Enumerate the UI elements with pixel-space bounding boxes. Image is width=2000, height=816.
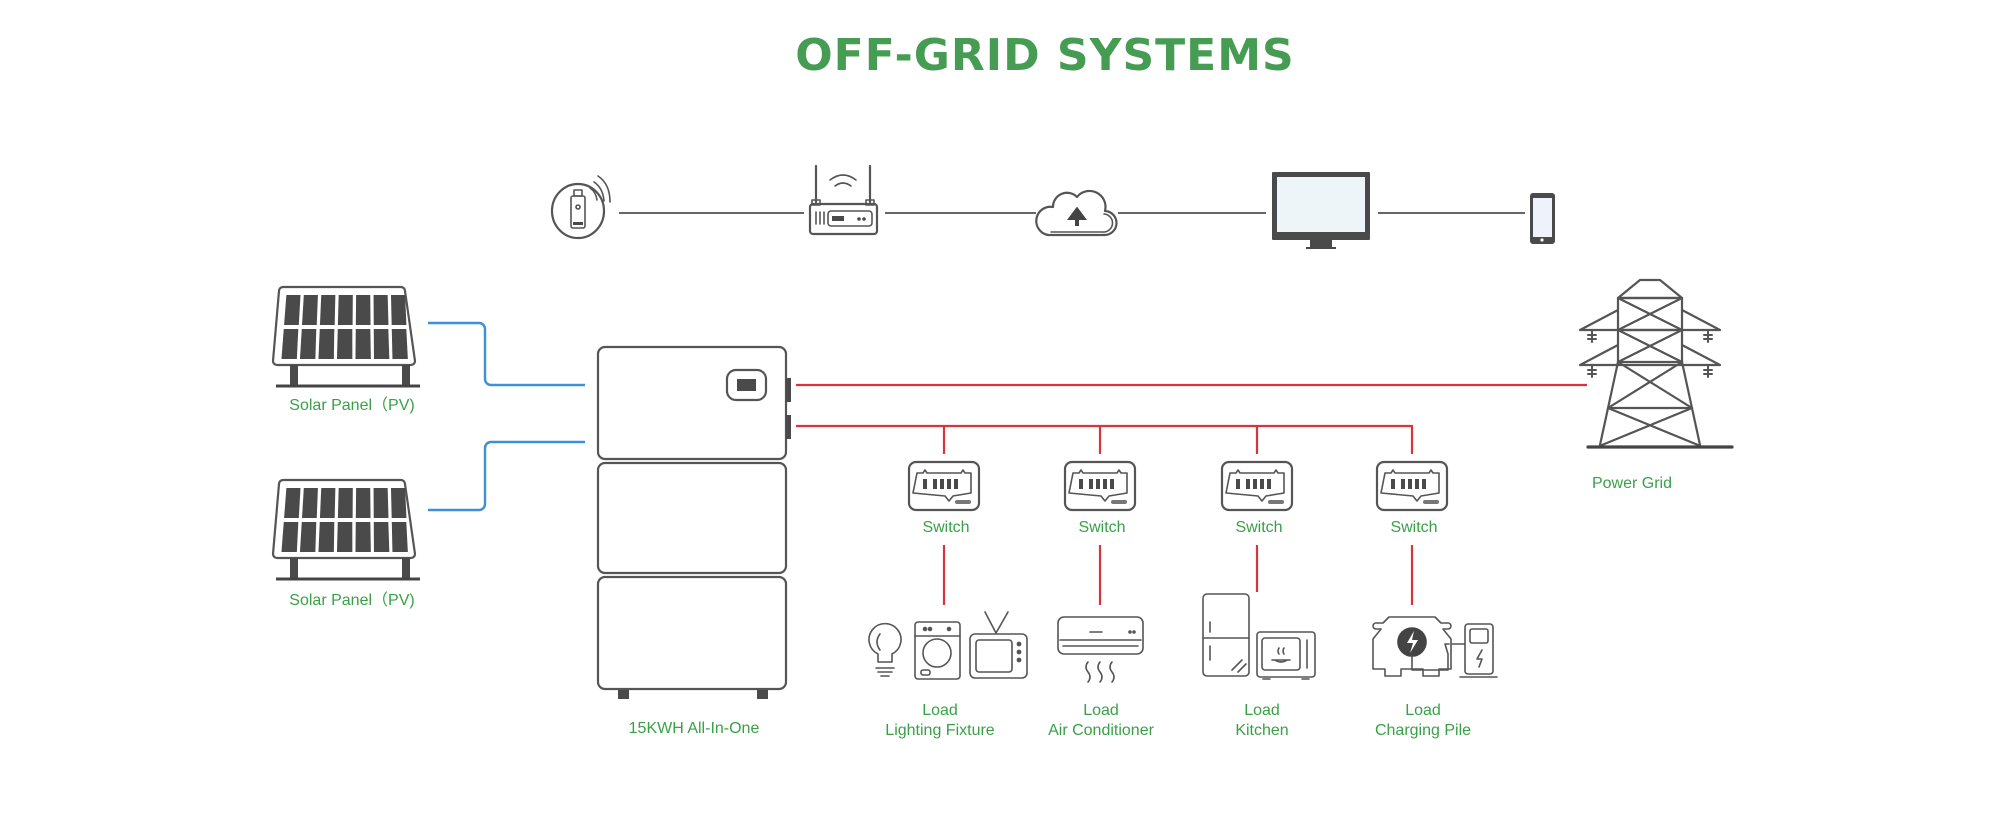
washing-machine-icon [914,621,961,680]
solar-cell [337,488,353,518]
solar-cell [373,329,390,359]
switch-1-label: Switch [922,519,970,536]
solar-cell [355,488,371,518]
smartphone-icon [1530,193,1555,244]
switch-3-icon [1220,460,1294,512]
solar-cell [318,522,335,552]
microwave-icon [1256,631,1316,680]
solar-cell [302,488,318,518]
solar-cell [299,522,317,552]
monitor-icon [1272,172,1370,249]
load-3-title: Load [1244,702,1280,719]
load-2-title: Load [1083,702,1119,719]
solar-cell [391,522,408,552]
solar-cell [299,329,317,359]
load-2-name: Air Conditioner [1048,722,1154,739]
load-bus-line [796,424,1414,454]
solar-cell [390,295,407,325]
charging-station-icon [1451,623,1498,678]
solar-cell [281,522,299,552]
solar-cell [391,329,408,359]
battery-inverter-module [596,345,788,461]
solar-panel-2-label: Solar Panel（PV) [289,592,415,609]
solar-cell [355,295,371,325]
load-4-name: Charging Pile [1374,722,1472,739]
load-1-label: Load Lighting Fixture [885,701,994,741]
light-bulb-icon [868,622,902,677]
solar-cell [302,295,318,325]
tv-icon [969,611,1028,679]
load-4-label: Load Charging Pile [1375,701,1471,741]
switch-1-icon [907,460,981,512]
battery-label: 15KWH All-In-One [628,720,760,737]
switch-3-label: Switch [1235,519,1283,536]
solar-cell [337,295,353,325]
router-icon [808,164,879,236]
solar-cell [318,329,335,359]
electric-car-icon [1372,616,1452,677]
solar-cell [336,329,353,359]
solar-cell [390,488,407,518]
diagram-title: OFF-GRID SYSTEMS [795,30,1295,81]
solar-cell [373,295,389,325]
load-4-title: Load [1405,702,1441,719]
solar-cell [284,295,301,325]
cloud-upload-icon [1035,189,1118,237]
load-1-name: Lighting Fixture [885,722,995,739]
solar-panel-2-icon [271,478,420,581]
refrigerator-icon [1202,593,1250,677]
load-2-label: Load Air Conditioner [1048,701,1154,741]
ac-lines [796,383,1587,605]
load-1-title: Load [922,702,958,719]
solar-cell [284,488,301,518]
solar-cell [336,522,353,552]
power-tower-icon [1578,278,1734,449]
battery-module-3 [596,575,788,691]
solar-cell [319,488,336,518]
switch-2-icon [1063,460,1137,512]
battery-module-2 [596,461,788,575]
load-3-label: Load Kitchen [1235,701,1288,741]
solar-cell [281,329,299,359]
pv-line-1 [428,321,585,387]
solar-panel-1-icon [271,285,420,388]
air-conditioner-icon [1057,616,1144,683]
load-3-name: Kitchen [1235,722,1289,739]
solar-cell [355,329,371,359]
wifi-dongle-icon [550,175,611,240]
solar-cell [319,295,336,325]
switch-4-icon [1375,460,1449,512]
power-grid-label: Power Grid [1591,475,1673,492]
switch-2-label: Switch [1078,519,1126,536]
battery-display [725,368,768,402]
solar-cell [373,488,389,518]
solar-cell [355,522,371,552]
pv-line-2 [428,440,585,512]
battery-all-in-one-icon [596,345,791,699]
solar-panel-1-label: Solar Panel（PV) [289,397,415,414]
switch-4-label: Switch [1390,519,1438,536]
solar-cell [373,522,390,552]
